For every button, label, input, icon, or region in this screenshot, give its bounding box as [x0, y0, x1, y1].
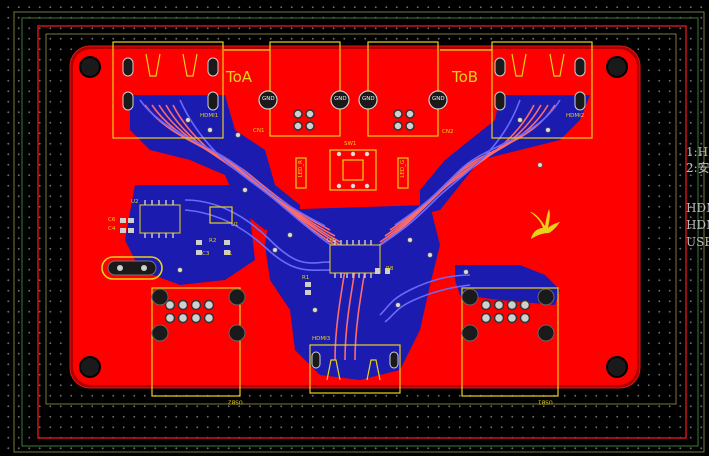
led-g-footprint[interactable] [397, 157, 409, 189]
through-hole-pads[interactable] [164, 109, 531, 324]
gnd-label-4: GND [432, 96, 445, 102]
u1-footprint[interactable] [209, 206, 233, 224]
side-note-5: USE [686, 235, 709, 249]
label-r1: R1 [302, 275, 310, 281]
label-r2: R2 [209, 238, 217, 244]
label-u2: U2 [131, 199, 139, 205]
label-usb1: USB1 [538, 398, 553, 405]
u2-footprint[interactable] [139, 200, 181, 238]
gnd-label-1: GND [262, 96, 275, 102]
bird-logo-icon [530, 209, 560, 239]
label-cn1: CN1 [253, 128, 265, 134]
label-toa: ToA [226, 68, 253, 86]
label-hdmi1: HDMI1 [200, 113, 219, 119]
label-led-r: LED_R [297, 160, 304, 178]
mounting-holes[interactable] [79, 56, 628, 378]
side-note-1: 1:H [686, 145, 709, 159]
label-led-g: LED_G [400, 159, 407, 178]
led-r-footprint[interactable] [295, 157, 307, 189]
hdmi2-footprint[interactable] [491, 41, 593, 139]
frame-outer [13, 11, 705, 453]
label-c6: C6 [108, 217, 116, 223]
usb1-footprint[interactable] [461, 287, 559, 397]
crystal-footprint[interactable] [101, 256, 163, 280]
keepout-outline [37, 25, 687, 439]
board-frame [45, 33, 677, 405]
label-usb2: USB2 [228, 398, 243, 405]
usb2-footprint[interactable] [151, 287, 246, 397]
u3-footprint[interactable] [329, 240, 381, 278]
frame-mid [21, 17, 699, 447]
label-c4: C4 [108, 226, 116, 232]
label-r8: R8 [386, 266, 394, 272]
cn2-outline[interactable] [367, 41, 439, 137]
cn1-outline[interactable] [269, 41, 341, 137]
label-tob: ToB [452, 68, 479, 86]
gnd-label-2: GND [334, 96, 347, 102]
gnd-pads[interactable] [258, 90, 448, 110]
small-components[interactable] [120, 218, 390, 295]
label-hdmi3: HDMI3 [312, 336, 331, 342]
label-sw1: SW1 [344, 141, 357, 147]
sw1-footprint[interactable] [329, 149, 377, 191]
hdmi1-footprint[interactable] [112, 41, 224, 139]
side-note-3: HDM [686, 201, 709, 215]
label-c3: C3 [202, 251, 210, 257]
side-note-4: HDM [686, 218, 709, 232]
vias [177, 117, 551, 313]
label-u1: U1 [231, 222, 239, 228]
gnd-label-3: GND [362, 96, 375, 102]
label-cn2: CN2 [442, 129, 454, 135]
side-note-2: 2:安 [686, 161, 709, 175]
hdmi3-footprint[interactable] [309, 344, 401, 394]
label-u3: U3 [327, 238, 335, 244]
label-c1: C1 [225, 251, 233, 257]
label-hdmi2: HDMI2 [566, 113, 585, 119]
